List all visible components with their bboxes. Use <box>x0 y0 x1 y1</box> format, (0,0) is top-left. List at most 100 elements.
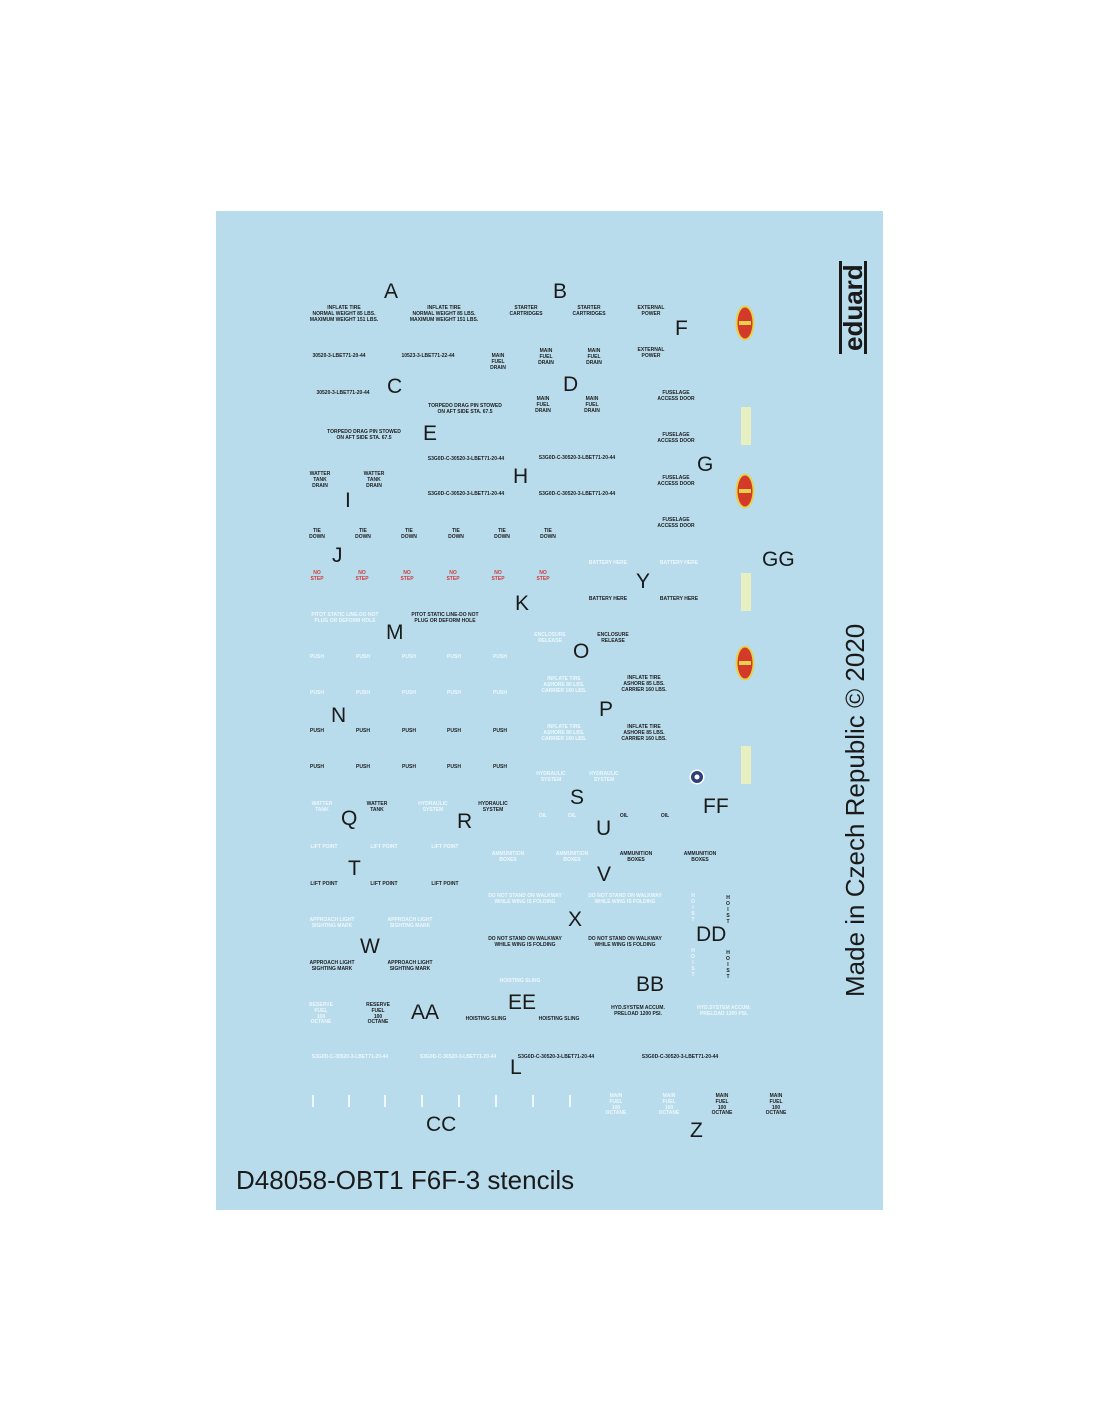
stencil-lift-white-1: LIFT POINT <box>310 844 338 850</box>
stencil-main-fuel-white-2: MAIN FUEL 100 OCTANE <box>658 1093 680 1117</box>
stencil-ammo-white-1: AMMUNITION BOXES <box>491 851 525 863</box>
decal-strip <box>312 1095 314 1107</box>
stencil-fuselage-door-1: FUSELAGE ACCESS DOOR <box>657 390 695 402</box>
stencil-push-4: PUSH <box>447 728 461 734</box>
stencil-hoist-2: H O I S T <box>726 950 730 980</box>
label-v: V <box>597 863 612 886</box>
stencil-water-drain-1: WATTER TANK DRAIN <box>309 471 331 489</box>
stencil-no-step-1: NO STEP <box>310 570 324 582</box>
stencil-reserve-fuel: RESERVE FUEL 100 OCTANE <box>366 1002 390 1026</box>
stencil-hoist-white-2: H O I S T <box>691 948 695 978</box>
label-z: Z <box>690 1119 703 1142</box>
stencil-inflate-ashore-2: INFLATE TIRE ASHORE 85 LBS. CARRIER 160 … <box>621 724 667 742</box>
stencil-starter-2: STARTER CARTRIDGES <box>572 305 606 317</box>
label-o: O <box>573 640 590 663</box>
decal-strip <box>421 1095 423 1107</box>
stencil-battery-white-2: BATTERY HERE <box>659 560 699 566</box>
stencil-external-power-1: EXTERNAL POWER <box>637 305 665 317</box>
stencil-serial-l-white-2: S3G0D-C-30520-3-LBET71-20-44 <box>419 1054 497 1060</box>
stencil-serial-3: 30520-3-LBET71-20-44 <box>316 390 370 396</box>
stencil-pitot: PITOT STATIC LINE-DO NOT PLUG OR DEFORM … <box>411 612 479 624</box>
stencil-serial-l-2: S3G0D-C-30520-3-LBET71-20-44 <box>641 1054 719 1060</box>
made-in-text: Made in Czech Republic © 2020 <box>840 623 870 997</box>
stencil-oil-2: OIL <box>660 813 670 819</box>
label-c: C <box>387 375 403 398</box>
decal-strip <box>532 1095 534 1107</box>
stencil-hoisting-sling-2: HOISTING SLING <box>538 1016 580 1022</box>
stencil-oil-white-1: OIL <box>538 813 548 819</box>
stencil-push-white-3: PUSH <box>402 654 416 660</box>
stencil-battery-2: BATTERY HERE <box>659 596 699 602</box>
stencil-starter-1: STARTER CARTRIDGES <box>509 305 543 317</box>
stencil-main-fuel-white-1: MAIN FUEL 100 OCTANE <box>605 1093 627 1117</box>
stencil-fuselage-door-3: FUSELAGE ACCESS DOOR <box>657 475 695 487</box>
label-ee: EE <box>508 991 537 1014</box>
stencil-tie-down-1: TIE DOWN <box>309 528 325 540</box>
stencil-serial-l-white-1: S3G0D-C-30520-3-LBET71-20-44 <box>311 1054 389 1060</box>
emblem-icon <box>735 305 755 341</box>
stencil-serial-h-3: S3G0D-C-30520-3-LBET71-20-44 <box>427 491 505 497</box>
label-d: D <box>563 373 579 396</box>
stencil-lift-white-3: LIFT POINT <box>431 844 459 850</box>
label-u: U <box>596 817 612 840</box>
stencil-hyd-accum: HYD.SYSTEM ACCUM. PRELOAD 1200 PSI. <box>611 1005 665 1017</box>
stencil-lift-white-2: LIFT POINT <box>370 844 398 850</box>
stencil-push-1: PUSH <box>310 728 324 734</box>
sheet-title: D48058-OBT1 F6F-3 stencils <box>236 1165 575 1195</box>
stencil-no-step-5: NO STEP <box>491 570 505 582</box>
stencil-walkway-2: DO NOT STAND ON WALKWAY WHILE WING IS FO… <box>588 936 662 948</box>
stencil-hydraulic-white-2: HYDRAULIC SYSTEM <box>589 771 619 783</box>
stencil-main-fuel-drain-3: MAIN FUEL DRAIN <box>586 348 602 366</box>
stencil-push-3: PUSH <box>402 728 416 734</box>
stencil-hoisting-sling-1: HOISTING SLING <box>465 1016 507 1022</box>
label-j: J <box>332 544 343 567</box>
label-k: K <box>515 592 530 615</box>
decal-strip <box>384 1095 386 1107</box>
stencil-approach-white-1: APPROACH LIGHT SIGHTING MARK <box>309 917 355 929</box>
label-y: Y <box>636 570 651 593</box>
stencil-inflate-tire-1: INFLATE TIRE NORMAL WEIGHT 85 LBS. MAXIM… <box>309 305 379 323</box>
label-m: M <box>386 621 404 644</box>
label-q: Q <box>341 807 358 830</box>
stencil-battery-white-1: BATTERY HERE <box>588 560 628 566</box>
label-e: E <box>423 422 438 445</box>
label-t: T <box>348 857 361 880</box>
emblem-icon <box>735 473 755 509</box>
stencil-push-white-1: PUSH <box>310 654 324 660</box>
stencil-external-power-2: EXTERNAL POWER <box>637 347 665 359</box>
label-r: R <box>457 810 473 833</box>
stencil-push-white-9: PUSH <box>447 690 461 696</box>
stencil-push-white-10: PUSH <box>493 690 507 696</box>
stencil-water-drain-2: WATTER TANK DRAIN <box>363 471 385 489</box>
stencil-push-5: PUSH <box>493 728 507 734</box>
stencil-push-2: PUSH <box>356 728 370 734</box>
decal-strip <box>348 1095 350 1107</box>
stencil-approach-2: APPROACH LIGHT SIGHTING MARK <box>387 960 433 972</box>
stencil-push-white-5: PUSH <box>493 654 507 660</box>
roundel-icon <box>689 769 705 785</box>
stencil-enclosure-white: ENCLOSURE RELEASE <box>534 632 566 644</box>
label-bb: BB <box>636 973 665 996</box>
stencil-inflate-ashore-white-2: INFLATE TIRE ASHORE 85 LBS. CARRIER 160 … <box>541 724 587 742</box>
stencil-serial-1: 30520-3-LBET71-20-44 <box>312 353 366 359</box>
stencil-hoist-white-1: H O I S T <box>691 893 695 923</box>
stencil-inflate-ashore-white-1: INFLATE TIRE ASHORE 85 LBS. CARRIER 160 … <box>541 676 587 694</box>
stencil-hoist-1: H O I S T <box>726 895 730 925</box>
brand-logo: eduard <box>838 261 868 354</box>
stencil-enclosure: ENCLOSURE RELEASE <box>597 632 629 644</box>
stencil-oil-1: OIL <box>619 813 629 819</box>
stencil-push-white-7: PUSH <box>356 690 370 696</box>
stencil-reserve-fuel-white: RESERVE FUEL 100 OCTANE <box>309 1002 333 1026</box>
stencil-approach-white-2: APPROACH LIGHT SIGHTING MARK <box>387 917 433 929</box>
pale-decal <box>741 746 751 784</box>
stencil-inflate-ashore-1: INFLATE TIRE ASHORE 85 LBS. CARRIER 160 … <box>621 675 667 693</box>
stencil-push-8: PUSH <box>402 764 416 770</box>
stencil-hyd-accum-white: HYD.SYSTEM ACCUM. PRELOAD 1200 PSI. <box>697 1005 751 1017</box>
stencil-serial-h-4: S3G0D-C-30520-3-LBET71-20-44 <box>538 491 616 497</box>
stencil-walkway-white-2: DO NOT STAND ON WALKWAY WHILE WING IS FO… <box>588 893 662 905</box>
stencil-push-7: PUSH <box>356 764 370 770</box>
label-p: P <box>599 698 614 721</box>
decal-sheet: A B C D E F G H I J K L M N O P Q R S T … <box>216 211 883 1210</box>
label-ff: FF <box>703 795 729 818</box>
label-aa: AA <box>411 1001 440 1024</box>
